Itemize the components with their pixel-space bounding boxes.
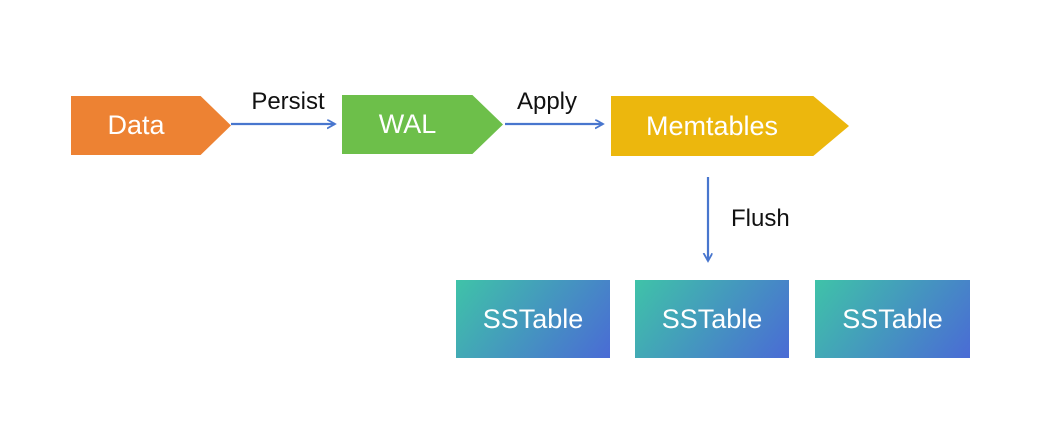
memtables-pentagon-shape <box>611 96 849 156</box>
sstable-label: SSTable <box>482 303 584 334</box>
node-data-label: Data <box>107 110 165 140</box>
node-data: Data <box>71 96 231 155</box>
sstable-box: SSTable <box>456 280 610 358</box>
sstable-box: SSTable <box>815 280 970 358</box>
persist-arrow <box>231 115 343 133</box>
node-wal-label: WAL <box>378 109 437 139</box>
node-wal: WAL <box>342 95 503 154</box>
apply-arrow <box>505 115 609 133</box>
flush-edge-label: Flush <box>731 205 790 232</box>
wal-pentagon-shape <box>342 95 503 154</box>
sstable-label: SSTable <box>842 303 943 334</box>
persist-edge-label: Persist <box>251 88 325 115</box>
flush-arrow <box>698 177 718 269</box>
node-memtables-label: Memtables <box>645 110 779 141</box>
apply-edge-label: Apply <box>516 88 578 115</box>
sstable-box: SSTable <box>635 280 789 358</box>
sstable-label: SSTable <box>661 303 763 334</box>
data-pentagon-shape <box>71 96 231 155</box>
node-memtables: Memtables <box>611 96 849 156</box>
